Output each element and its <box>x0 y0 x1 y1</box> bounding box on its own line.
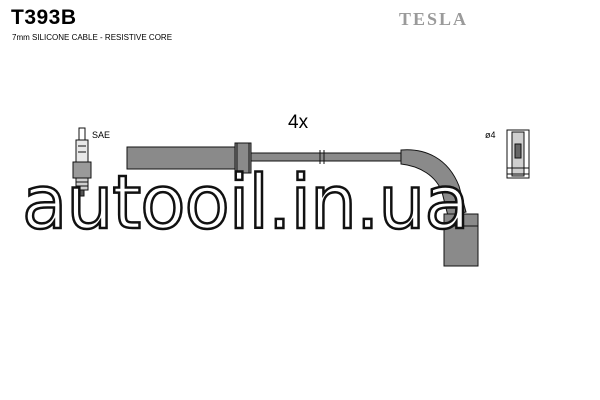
quantity-label: 4x <box>288 112 309 133</box>
diameter-label: ø4 <box>485 130 496 140</box>
right-angled-boot <box>400 149 479 267</box>
cable-description: 7mm SILICONE CABLE - RESISTIVE CORE <box>12 33 173 42</box>
watermark-text: autooil.in.ua <box>21 159 471 248</box>
terminal-connector-icon <box>506 129 530 179</box>
brand-logo: TESLA <box>399 9 469 29</box>
part-code: T393B <box>11 6 77 29</box>
spark-plug-icon <box>72 127 92 197</box>
left-boot-connector <box>126 142 252 174</box>
sae-label: SAE <box>92 130 111 140</box>
